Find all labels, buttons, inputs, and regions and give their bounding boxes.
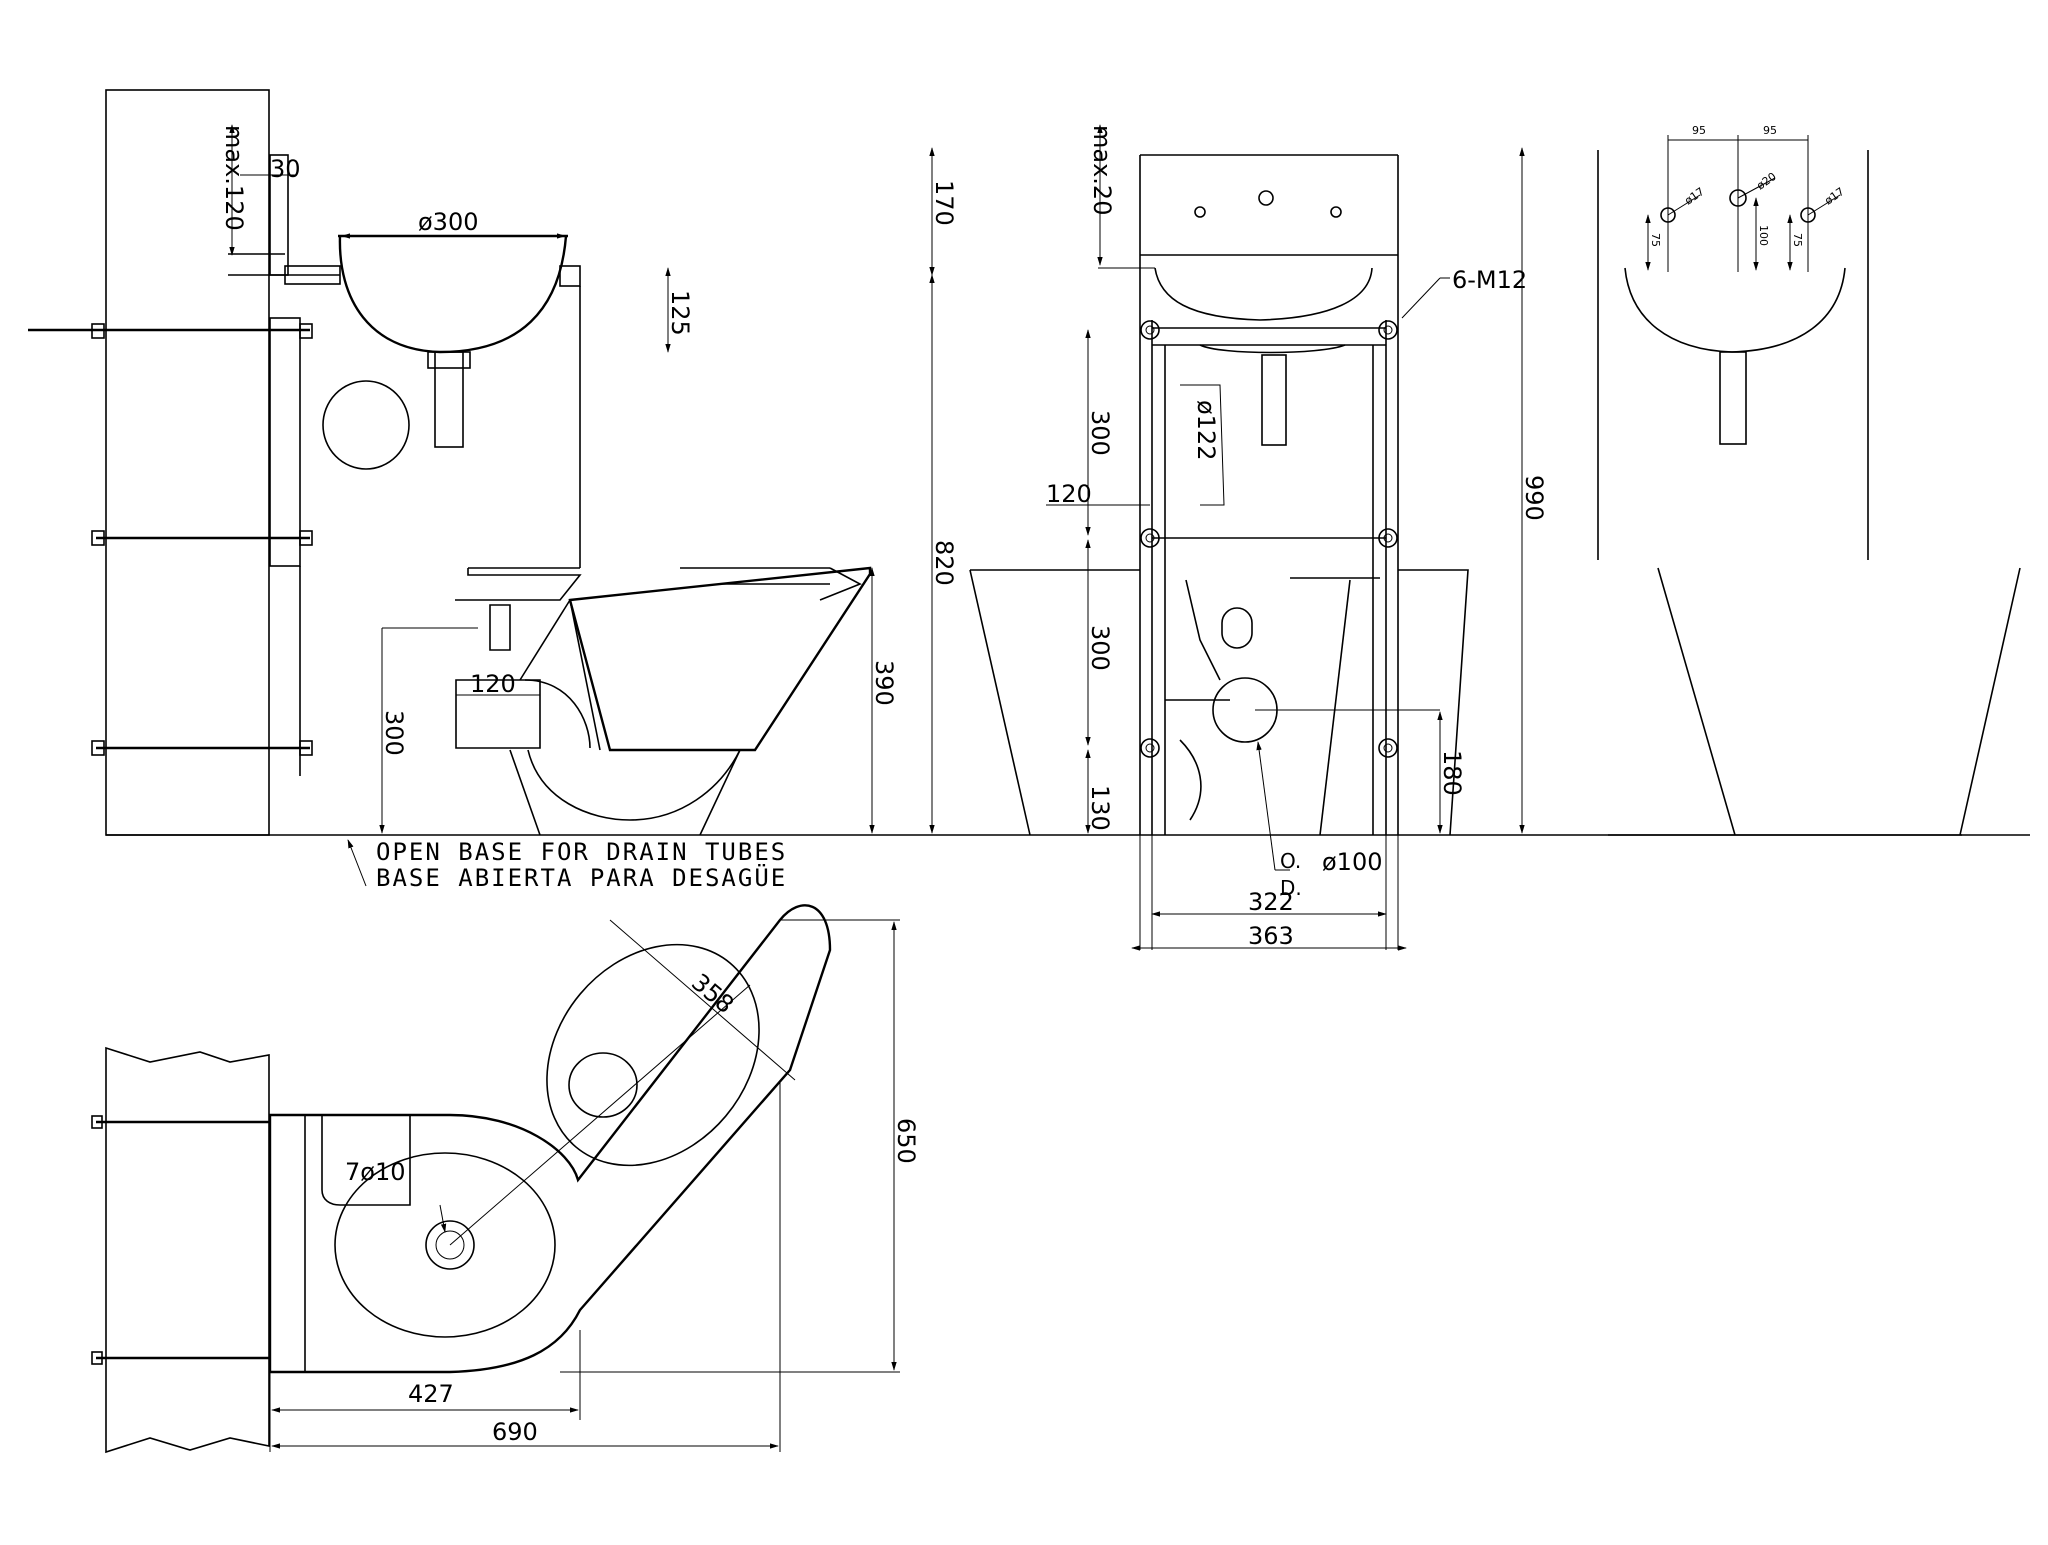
dim-820: 820 bbox=[930, 540, 958, 586]
dim-max-offset: max.120 bbox=[220, 125, 248, 231]
dim-7-holes: 7ø10 bbox=[345, 1158, 406, 1186]
frame-post bbox=[269, 317, 301, 567]
dim-322: 322 bbox=[1248, 888, 1294, 916]
front-elevation-view: max.20 6-M12 300 120 ø122 990 300 130 18… bbox=[969, 124, 1548, 951]
dim-427: 427 bbox=[408, 1380, 454, 1408]
dim-95-left: 95 bbox=[1692, 124, 1706, 137]
dim-od-o: O. bbox=[1280, 849, 1301, 873]
dim-363: 363 bbox=[1248, 922, 1294, 950]
dim-990: 990 bbox=[1520, 475, 1548, 521]
dim-300-upper: 300 bbox=[1086, 410, 1114, 456]
dim-650: 650 bbox=[892, 1118, 920, 1164]
dim-pipe-diameter: ø100 bbox=[1322, 848, 1383, 876]
basin-drain-plan bbox=[425, 1220, 475, 1270]
side-elevation-view: max.120 30 ø300 125 170 820 390 300 120 … bbox=[28, 89, 2030, 892]
dim-125: 125 bbox=[666, 290, 694, 336]
dim-100: 100 bbox=[1757, 225, 1770, 246]
dim-75-left: 75 bbox=[1649, 233, 1662, 247]
basin-detail-view: 95 95 ø17 ø20 ø17 75 100 75 bbox=[1597, 124, 2021, 836]
dim-180: 180 bbox=[1438, 750, 1466, 796]
plan-wall bbox=[105, 1046, 270, 1454]
dim-6-m12: 6-M12 bbox=[1452, 266, 1527, 294]
dim-300-lower: 300 bbox=[1086, 625, 1114, 671]
dim-75-right: 75 bbox=[1791, 233, 1804, 247]
unit-outline bbox=[268, 904, 832, 1374]
dim-95-right: 95 bbox=[1763, 124, 1777, 137]
dim-basin-diameter: ø300 bbox=[418, 208, 479, 236]
inspection-hatch bbox=[322, 380, 410, 470]
dim-max20: max.20 bbox=[1088, 125, 1116, 215]
note-open-base-en: OPEN BASE FOR DRAIN TUBES bbox=[376, 838, 787, 866]
dim-120-front: 120 bbox=[1046, 480, 1092, 508]
wc-bowl-side bbox=[455, 566, 872, 836]
dim-358: 358 bbox=[686, 968, 739, 1019]
basin-bowl-plan bbox=[334, 1152, 556, 1338]
plan-view: 358 7ø10 650 427 690 bbox=[91, 904, 920, 1454]
dim-390: 390 bbox=[870, 660, 898, 706]
front-bolts bbox=[1140, 320, 1398, 758]
note-open-base-es: BASE ABIERTA PARA DESAGÜE bbox=[376, 863, 787, 892]
dim-122: ø122 bbox=[1192, 400, 1220, 461]
dim-offset-30: 30 bbox=[270, 155, 301, 183]
wc-bowl-plan bbox=[546, 943, 760, 1167]
dim-690: 690 bbox=[492, 1418, 538, 1446]
wc-drain-plan bbox=[568, 1052, 638, 1118]
dim-170: 170 bbox=[930, 180, 958, 226]
anchor-bolts bbox=[28, 323, 313, 756]
dim-130: 130 bbox=[1086, 785, 1114, 831]
basin-side bbox=[338, 234, 581, 448]
dim-300: 300 bbox=[380, 710, 408, 756]
dim-120: 120 bbox=[470, 670, 516, 698]
dim-hole-mid: ø20 bbox=[1754, 170, 1778, 193]
dim-od-d: D. bbox=[1280, 876, 1302, 900]
